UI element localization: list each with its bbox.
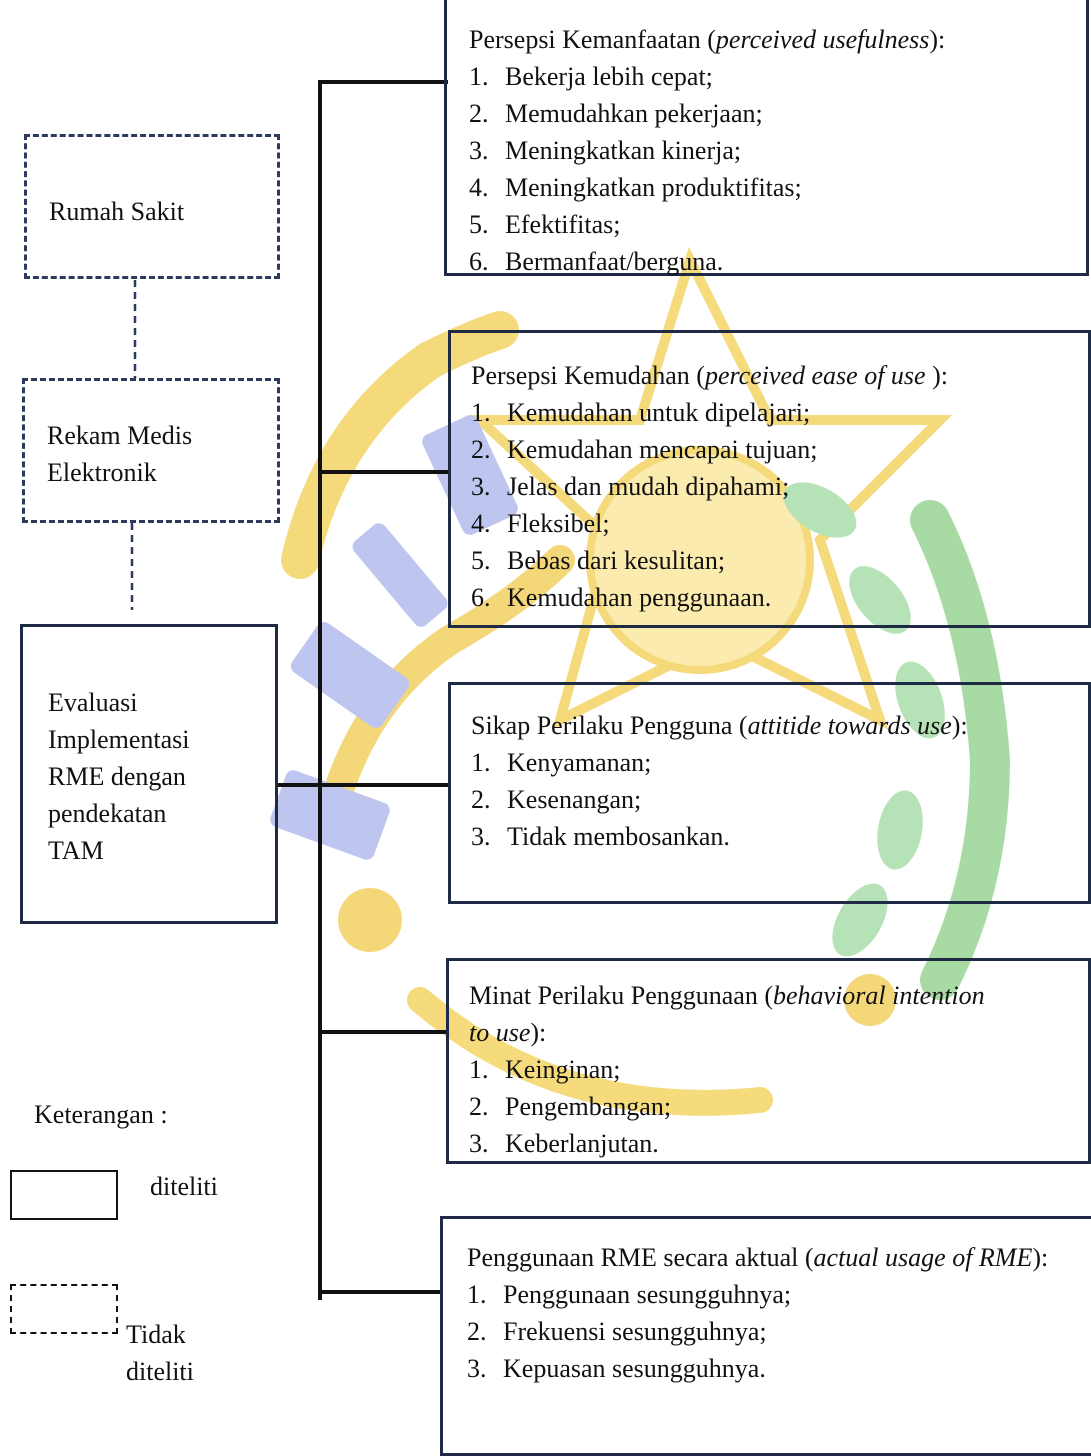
label-rekam-medis-line2: Elektronik (47, 458, 157, 487)
factor-item: 3.Meningkatkan kinerja; (469, 136, 742, 165)
legend-title: Keterangan : (34, 1100, 168, 1129)
factor-item: 1.Penggunaan sesungguhnya; (467, 1280, 792, 1309)
watermark-letter-v (422, 415, 518, 535)
factor-item: 3.Kepuasan sesungguhnya. (467, 1354, 766, 1383)
label-evaluasi: Evaluasi Implementasi RME dengan pendeka… (48, 684, 190, 869)
watermark-leaf-1 (783, 482, 857, 538)
watermark-leaf-2 (849, 566, 911, 634)
box-rumah-sakit: Rumah Sakit (24, 134, 280, 279)
factor-item: 4.Fleksibel; (471, 509, 610, 538)
factor-item: 3.Jelas dan mudah dipahami; (471, 472, 790, 501)
legend-dashed-label-line2: diteliti (126, 1357, 194, 1386)
factor-box-attitude-towards-use: Sikap Perilaku Pengguna (attitide toward… (448, 682, 1091, 904)
watermark-letter-i (352, 523, 448, 627)
factor-box-behavioral-intention: Minat Perilaku Penggunaan (behavioral in… (446, 958, 1091, 1164)
watermark-left-dot (338, 888, 402, 952)
evaluasi-line: pendekatan (48, 799, 167, 828)
label-rekam-medis: Rekam Medis Elektronik (47, 417, 192, 491)
factor-item: 1.Bekerja lebih cepat; (469, 62, 713, 91)
factor-item: 3.Tidak membosankan. (471, 822, 730, 851)
factor-box-actual-usage: Penggunaan RME secara aktual (actual usa… (440, 1216, 1091, 1456)
legend-solid-label: diteliti (150, 1172, 218, 1201)
factor-item: 2.Pengembangan; (469, 1092, 672, 1121)
evaluasi-line: RME dengan (48, 762, 186, 791)
watermark-right-dot (844, 974, 896, 1026)
label-rekam-medis-line1: Rekam Medis (47, 421, 193, 450)
watermark-center-circle (586, 446, 814, 674)
factor-items: 1.Keinginan; 2.Pengembangan; 3.Keberlanj… (469, 1051, 1009, 1162)
factor-item: 2.Kemudahan mencapai tujuan; (471, 435, 818, 464)
watermark-leaf-4 (877, 790, 923, 870)
legend-dashed-label-line1: Tidak (126, 1320, 186, 1349)
box-evaluasi: Evaluasi Implementasi RME dengan pendeka… (20, 624, 278, 924)
legend-dashed-swatch (10, 1284, 118, 1334)
factor-items: 1.Kemudahan untuk dipelajari; 2.Kemudaha… (471, 394, 1084, 616)
watermark-right-arc (910, 500, 1011, 1000)
factor-item: 6.Kemudahan penggunaan. (471, 583, 772, 612)
watermark-leaf-left (315, 545, 575, 835)
legend-dashed-label: Tidak diteliti (126, 1316, 194, 1390)
evaluasi-line: TAM (48, 836, 104, 865)
box-rekam-medis: Rekam Medis Elektronik (22, 378, 280, 523)
factor-item: 2.Kesenangan; (471, 785, 642, 814)
factor-items: 1.Kenyamanan; 2.Kesenangan; 3.Tidak memb… (471, 744, 1031, 855)
factor-title: Persepsi Kemanfaatan (perceived usefulne… (469, 25, 946, 54)
factor-item: 3.Keberlanjutan. (469, 1129, 659, 1158)
label-rumah-sakit: Rumah Sakit (49, 197, 185, 226)
evaluasi-line: Evaluasi (48, 688, 138, 717)
watermark-letter-u (270, 770, 390, 860)
factor-item: 5.Efektifitas; (469, 210, 621, 239)
factor-title: Minat Perilaku Penggunaan (behavioral in… (469, 981, 985, 1047)
factor-item: 1.Kenyamanan; (471, 748, 652, 777)
factor-title: Sikap Perilaku Pengguna (attitide toward… (471, 711, 968, 740)
factor-item: 4.Meningkatkan produktifitas; (469, 173, 802, 202)
factor-title: Penggunaan RME secara aktual (actual usa… (467, 1243, 1049, 1272)
factor-box-perceived-ease-of-use: Persepsi Kemudahan (perceived ease of us… (448, 330, 1091, 628)
factor-box-perceived-usefulness: Persepsi Kemanfaatan (perceived usefulne… (444, 0, 1089, 276)
watermark-bottom-arc (407, 987, 773, 1116)
factor-item: 2.Memudahkan pekerjaan; (469, 99, 763, 128)
factor-item: 2.Frekuensi sesungguhnya; (467, 1317, 767, 1346)
factor-items: 1.Penggunaan sesungguhnya; 2.Frekuensi s… (467, 1276, 1067, 1387)
evaluasi-line: Implementasi (48, 725, 190, 754)
legend-solid-swatch (10, 1170, 118, 1220)
factor-item: 5.Bebas dari kesulitan; (471, 546, 726, 575)
factor-item: 6.Bermanfaat/berguna. (469, 247, 724, 276)
watermark-leaf-3 (895, 661, 945, 739)
factor-item: 1.Keinginan; (469, 1055, 621, 1084)
factor-title: Persepsi Kemudahan (perceived ease of us… (471, 361, 948, 390)
factor-items: 1.Bekerja lebih cepat; 2.Memudahkan peke… (469, 58, 1080, 280)
factor-item: 1.Kemudahan untuk dipelajari; (471, 398, 811, 427)
